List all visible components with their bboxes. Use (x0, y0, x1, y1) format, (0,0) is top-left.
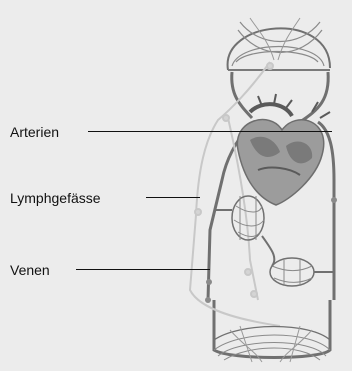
lung-capillary-network (228, 18, 330, 70)
leader-line-lymphgefaesse (146, 197, 200, 198)
organ-capillary-networks (214, 196, 334, 286)
label-lymphgefaesse: Lymphgefässe (10, 190, 101, 206)
pulmonary-vessels (232, 72, 328, 122)
leader-line-arterien (88, 131, 332, 132)
label-arterien: Arterien (10, 124, 59, 140)
leader-line-venen (76, 269, 210, 270)
label-venen: Venen (10, 262, 50, 278)
